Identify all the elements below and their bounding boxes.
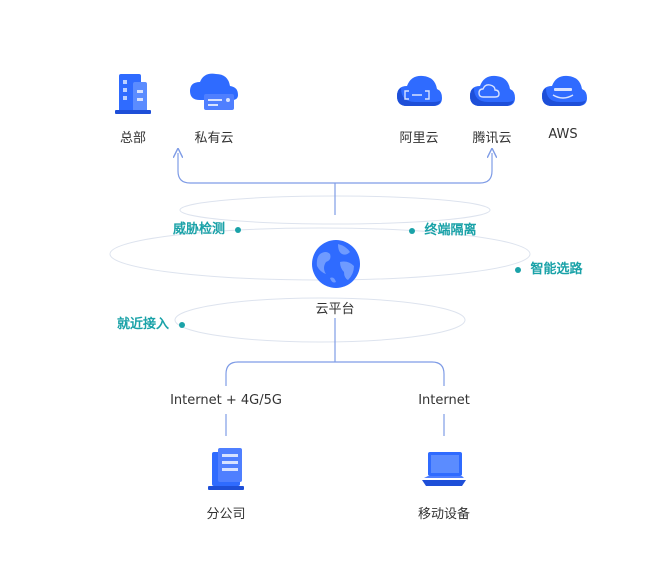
feature-smart-routing: 智能选路 — [515, 258, 583, 277]
downlink-right — [335, 361, 445, 386]
cloud-server-icon — [190, 73, 238, 110]
connection-label-branch: Internet + 4G/5G — [170, 393, 282, 408]
node-label-hq: 总部 — [119, 131, 147, 146]
uplink-left — [178, 153, 335, 184]
orbit-ring-bottom — [174, 297, 466, 343]
feature-label: 就近接入 — [117, 317, 170, 332]
node-label-aws: AWS — [548, 127, 578, 142]
feature-threat-detection: 威胁检测 — [173, 218, 241, 237]
feature-dot — [515, 266, 521, 273]
building-icon — [115, 74, 151, 114]
globe-icon — [312, 240, 360, 288]
server-icon — [208, 448, 244, 490]
node-label-aliyun: 阿里云 — [399, 131, 439, 146]
feature-label: 智能选路 — [530, 262, 583, 277]
connection-label-mobile: Internet — [418, 393, 470, 408]
node-label-tencent-cloud: 腾讯云 — [472, 131, 512, 146]
feature-dot — [409, 227, 415, 234]
downlink-left — [225, 361, 335, 386]
node-label-private-cloud: 私有云 — [194, 131, 234, 146]
feature-dot — [178, 321, 185, 328]
uplink-right — [335, 153, 492, 184]
feature-label: 威胁检测 — [173, 222, 226, 237]
node-label-branch: 分公司 — [206, 507, 246, 522]
feature-endpoint-isolation: 终端隔离 — [409, 219, 477, 238]
cloud-icon — [470, 75, 515, 106]
cloud-icon — [542, 75, 587, 106]
feature-label: 终端隔离 — [424, 223, 477, 238]
node-label-mobile: 移动设备 — [417, 507, 471, 522]
feature-nearby-access: 就近接入 — [117, 313, 185, 332]
feature-dot — [234, 226, 241, 233]
cloud-icon — [397, 75, 442, 106]
laptop-icon — [422, 452, 466, 486]
node-label-cloud-platform: 云平台 — [315, 302, 355, 317]
